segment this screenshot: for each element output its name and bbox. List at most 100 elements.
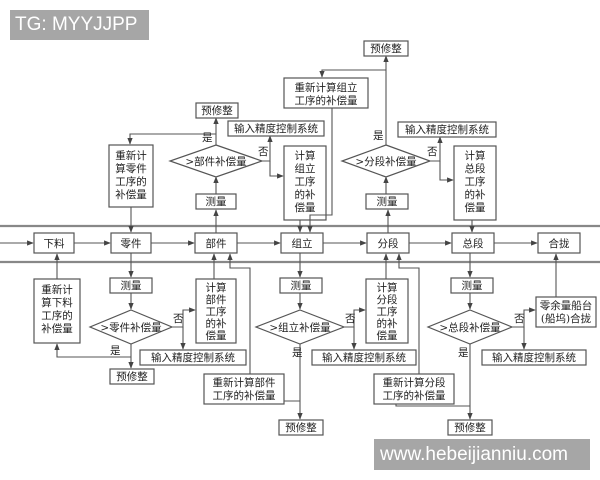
svg-text:是: 是 xyxy=(373,130,384,142)
pretrim-part: 预修整 xyxy=(195,102,239,119)
svg-text:工序的: 工序的 xyxy=(115,175,147,188)
recalc-cutting-box: 重新计 算下料 工序的 补偿量 xyxy=(33,278,81,344)
svg-text:是: 是 xyxy=(110,345,121,357)
measure-part: 测量 xyxy=(195,193,237,210)
svg-text:工序的补偿量: 工序的补偿量 xyxy=(295,94,358,107)
measure-assembly: 测量 xyxy=(279,277,323,294)
main-step-closure: 合拢 xyxy=(537,232,581,254)
decision-section-compensation: >分段补偿量 xyxy=(340,144,432,178)
svg-text:输入精度控制系统: 输入精度控制系统 xyxy=(322,351,406,364)
svg-text:部件: 部件 xyxy=(206,293,227,306)
calc-block-box: 计算 总段 工序 的补 偿量 xyxy=(453,145,497,221)
svg-text:总段: 总段 xyxy=(465,162,486,175)
pretrim-block: 预修整 xyxy=(447,419,493,436)
main-step-cutting: 下料 xyxy=(33,232,75,254)
svg-text:预修整: 预修整 xyxy=(370,42,402,55)
svg-text:计算: 计算 xyxy=(295,149,316,162)
svg-text:输入精度控制系统: 输入精度控制系统 xyxy=(234,122,318,135)
svg-text:的补: 的补 xyxy=(465,188,486,201)
svg-text:测量: 测量 xyxy=(377,195,398,208)
main-step-component: 零件 xyxy=(110,232,152,254)
zero-allowance-closure-box: 零余量船台 (船坞)合拢 xyxy=(535,296,597,328)
svg-text:否: 否 xyxy=(345,313,356,325)
svg-text:合拢: 合拢 xyxy=(549,237,570,250)
svg-text:零余量船台: 零余量船台 xyxy=(540,299,593,312)
measure-section: 测量 xyxy=(365,193,409,210)
svg-text:工序的补偿量: 工序的补偿量 xyxy=(213,389,276,402)
svg-text:>分段补偿量: >分段补偿量 xyxy=(355,155,417,168)
decision-assembly-compensation: >组立补偿量 xyxy=(254,309,346,345)
svg-text:是: 是 xyxy=(458,347,469,359)
calc-assembly-box: 计算 组立 工序 的补 偿量 xyxy=(283,145,327,221)
svg-text:工序: 工序 xyxy=(206,305,227,318)
svg-text:补偿量: 补偿量 xyxy=(115,188,147,201)
input-precision-part: 输入精度控制系统 xyxy=(227,120,325,137)
svg-text:重新计算分段: 重新计算分段 xyxy=(383,376,446,389)
input-precision-component: 输入精度控制系统 xyxy=(139,349,247,366)
decision-component-compensation: >零件补偿量 xyxy=(88,309,174,345)
recalc-component-box: 重新计 算零件 工序的 补偿量 xyxy=(108,144,154,208)
svg-text:工序: 工序 xyxy=(295,175,316,188)
pretrim-section: 预修整 xyxy=(363,40,409,57)
svg-text:是: 是 xyxy=(202,132,213,144)
svg-text:输入精度控制系统: 输入精度控制系统 xyxy=(492,351,576,364)
svg-text:分段: 分段 xyxy=(377,293,398,306)
svg-text:偿量: 偿量 xyxy=(295,201,316,214)
svg-text:工序的: 工序的 xyxy=(41,309,73,322)
recalc-part-box: 重新计算部件 工序的补偿量 xyxy=(203,373,285,405)
svg-text:>部件补偿量: >部件补偿量 xyxy=(185,155,247,168)
svg-text:测量: 测量 xyxy=(462,279,483,292)
svg-text:的补: 的补 xyxy=(377,317,398,330)
decision-part-compensation: >部件补偿量 xyxy=(168,144,264,178)
svg-text:组立: 组立 xyxy=(295,162,316,175)
input-precision-assembly: 输入精度控制系统 xyxy=(311,349,417,366)
watermark-bottom: www.hebeijianniu.com xyxy=(374,439,590,470)
svg-text:计算: 计算 xyxy=(206,281,227,294)
measure-component: 测量 xyxy=(109,277,153,294)
main-step-assembly: 组立 xyxy=(280,232,324,254)
svg-text:计算: 计算 xyxy=(377,281,398,294)
svg-text:>零件补偿量: >零件补偿量 xyxy=(100,321,162,334)
calc-part-box: 计算 部件 工序 的补 偿量 xyxy=(195,278,237,344)
watermark-top: TG: MYYJJPP xyxy=(10,10,149,40)
svg-text:算零件: 算零件 xyxy=(115,162,147,175)
svg-text:>组立补偿量: >组立补偿量 xyxy=(269,321,331,334)
svg-text:预修整: 预修整 xyxy=(201,104,233,117)
svg-text:预修整: 预修整 xyxy=(285,421,317,434)
svg-text:(船坞)合拢: (船坞)合拢 xyxy=(541,312,592,325)
svg-text:部件: 部件 xyxy=(206,237,227,250)
svg-text:总段: 总段 xyxy=(463,237,484,250)
svg-text:分段: 分段 xyxy=(378,237,399,250)
svg-text:计算: 计算 xyxy=(465,149,486,162)
svg-text:否: 否 xyxy=(427,146,438,158)
svg-text:算下料: 算下料 xyxy=(41,296,73,309)
calc-section-box: 计算 分段 工序 的补 偿量 xyxy=(365,278,409,344)
measure-block: 测量 xyxy=(450,277,494,294)
pretrim-assembly: 预修整 xyxy=(278,419,324,436)
svg-text:偿量: 偿量 xyxy=(206,329,227,342)
svg-text:下料: 下料 xyxy=(44,237,65,250)
main-step-block: 总段 xyxy=(451,232,495,254)
svg-text:重新计: 重新计 xyxy=(115,149,147,162)
svg-text:重新计算部件: 重新计算部件 xyxy=(213,376,276,389)
svg-text:重新计算组立: 重新计算组立 xyxy=(295,81,358,94)
svg-text:是: 是 xyxy=(292,347,303,359)
svg-text:否: 否 xyxy=(514,313,525,325)
svg-text:否: 否 xyxy=(258,146,269,158)
svg-text:测量: 测量 xyxy=(291,279,312,292)
decision-block-compensation: >总段补偿量 xyxy=(426,309,514,345)
svg-text:预修整: 预修整 xyxy=(454,421,486,434)
main-step-part: 部件 xyxy=(194,232,238,254)
recalc-section-box: 重新计算分段 工序的补偿量 xyxy=(373,373,455,405)
svg-text:>总段补偿量: >总段补偿量 xyxy=(439,321,501,334)
svg-text:输入精度控制系统: 输入精度控制系统 xyxy=(151,351,235,364)
svg-text:工序的补偿量: 工序的补偿量 xyxy=(383,389,446,402)
svg-text:工序: 工序 xyxy=(465,175,486,188)
svg-text:偿量: 偿量 xyxy=(377,329,398,342)
svg-text:组立: 组立 xyxy=(292,237,313,250)
svg-text:否: 否 xyxy=(173,313,184,325)
svg-text:重新计: 重新计 xyxy=(41,283,73,296)
main-step-section: 分段 xyxy=(366,232,410,254)
svg-text:的补: 的补 xyxy=(295,188,316,201)
